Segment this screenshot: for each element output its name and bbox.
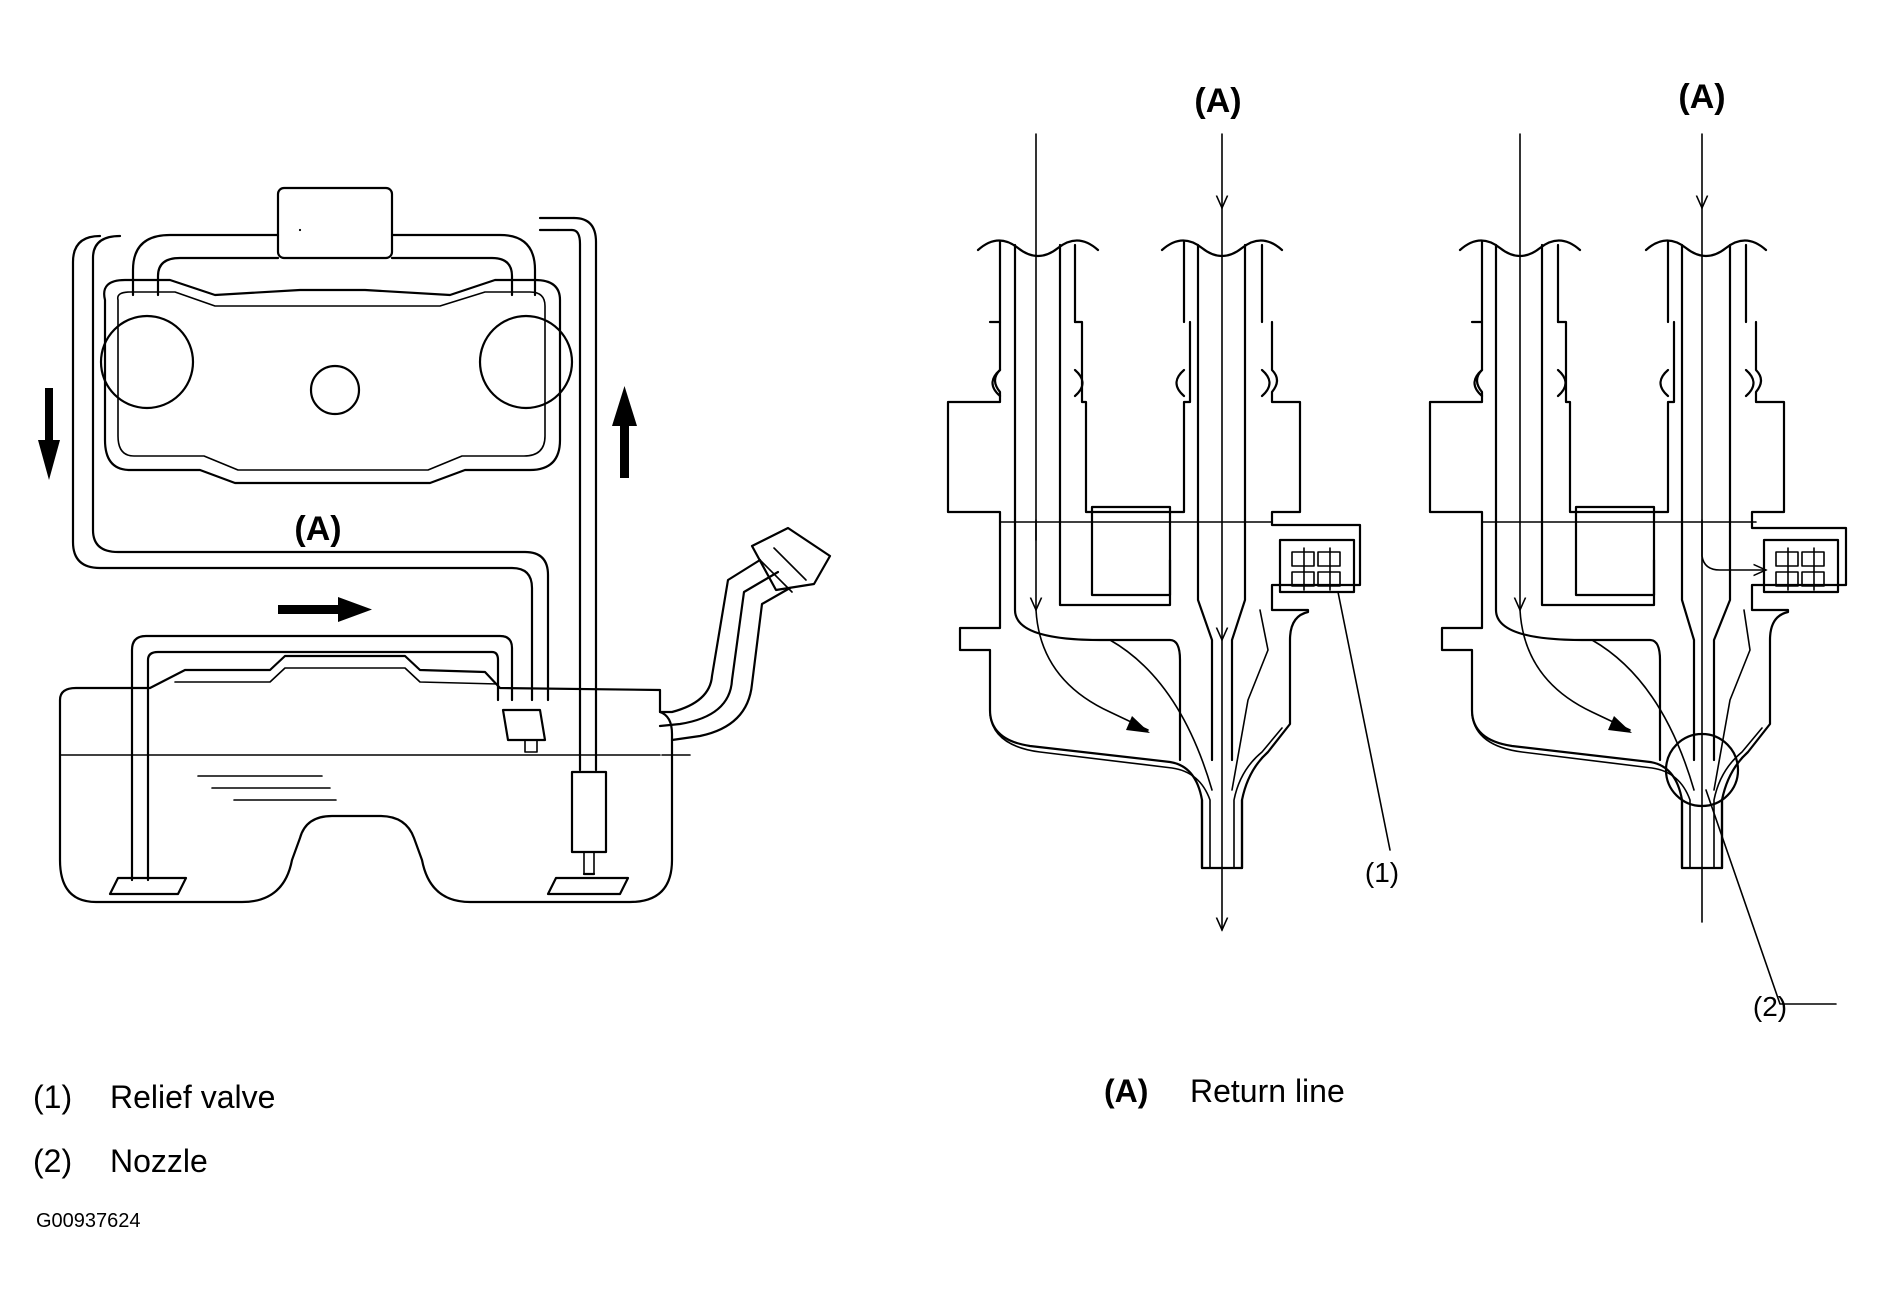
legend-key-1: (1) xyxy=(33,1079,72,1115)
jet-pump-section-relief: (A) xyxy=(1428,78,1848,1022)
flow-down-arrow xyxy=(45,388,53,446)
legend-label-2: Nozzle xyxy=(110,1143,208,1179)
nozzle-callout: (2) xyxy=(1753,991,1787,1022)
figure-code: G00937624 xyxy=(36,1210,141,1232)
legend-label-a: Return line xyxy=(1190,1073,1345,1109)
relief-valve-callout: (1) xyxy=(1365,857,1399,888)
jet-pump-section-normal: (A) xyxy=(946,82,1399,930)
legend-key-2: (2) xyxy=(33,1143,72,1179)
return-line-callout-mid: (A) xyxy=(1194,82,1241,120)
legend: (1) Relief valve (2) Nozzle (A) Return l… xyxy=(33,1073,1345,1232)
return-line-callout-left: (A) xyxy=(294,510,341,548)
engine-tank-assembly: (A) xyxy=(38,186,832,904)
flow-up-arrow xyxy=(620,420,629,478)
legend-label-1: Relief valve xyxy=(110,1079,275,1115)
return-line-callout-right: (A) xyxy=(1678,78,1725,116)
flow-right-arrow xyxy=(278,605,344,614)
legend-key-a: (A) xyxy=(1104,1073,1148,1109)
